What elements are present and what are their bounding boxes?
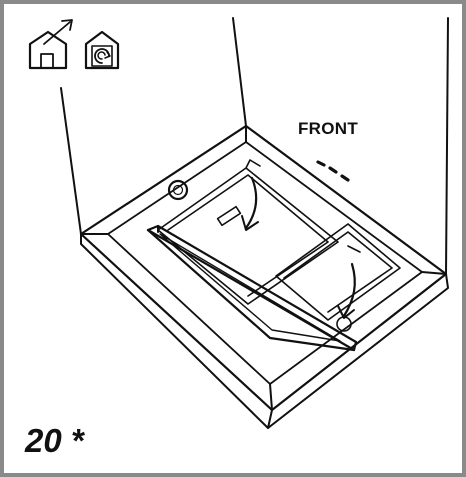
removal-arrow-1 (241, 176, 259, 231)
removal-arrow-2 (337, 262, 356, 319)
hood-body (60, 17, 449, 429)
filter-housing (157, 159, 401, 332)
recirculation-icon (84, 30, 120, 70)
front-label: FRONT (298, 119, 359, 138)
front-direction-marks (316, 160, 350, 182)
grease-filter-panel (146, 224, 358, 352)
hood-illustration (28, 17, 449, 429)
vent-outside-icon (28, 19, 73, 70)
step-number: 20 * (25, 422, 84, 459)
